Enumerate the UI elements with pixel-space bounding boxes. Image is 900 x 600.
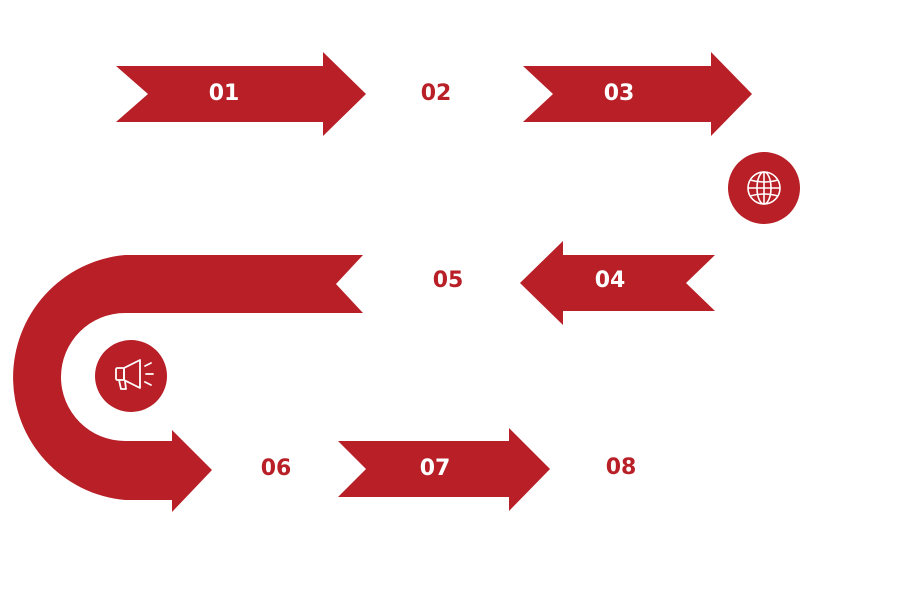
step-03-label: 03 xyxy=(603,81,635,106)
megaphone-badge xyxy=(95,340,167,412)
step-04-label: 04 xyxy=(594,268,626,293)
step-02-label: 02 xyxy=(420,81,452,106)
globe-badge xyxy=(728,152,800,224)
step-07-arrow xyxy=(338,428,550,511)
step-08-label: 08 xyxy=(605,455,637,480)
u-turn-band xyxy=(13,255,363,512)
step-01-arrow xyxy=(116,52,366,136)
step-03-arrow xyxy=(523,52,752,136)
step-04-arrow xyxy=(520,241,715,325)
step-01-label: 01 xyxy=(208,81,240,106)
step-05-label: 05 xyxy=(432,268,464,293)
step-06-label: 06 xyxy=(260,456,292,481)
step-07-label: 07 xyxy=(419,456,451,481)
megaphone-icon xyxy=(115,359,154,390)
globe-icon xyxy=(747,171,781,205)
